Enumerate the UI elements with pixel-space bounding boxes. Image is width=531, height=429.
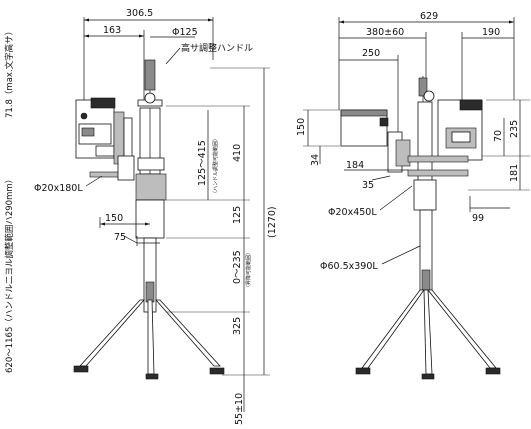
dim-phi20x180: Φ20x180L bbox=[34, 183, 83, 194]
dim-410: 410 bbox=[232, 144, 243, 162]
dim-99: 99 bbox=[472, 213, 484, 224]
dim-35: 35 bbox=[362, 180, 374, 191]
dim-380-60: 380±60 bbox=[366, 27, 404, 38]
note-handle-range: （ハンドル調整可能範囲） bbox=[212, 136, 219, 196]
dim-70: 70 bbox=[493, 130, 504, 142]
dim-55: 55±10 bbox=[234, 393, 245, 425]
dim-125: 125 bbox=[232, 206, 243, 224]
dim-1270: (1270) bbox=[267, 206, 278, 238]
dim-250: 250 bbox=[362, 48, 380, 59]
dim-75: 75 bbox=[114, 232, 126, 243]
dim-phi20x450: Φ20x450L bbox=[328, 207, 377, 218]
dim-phi60x390: Φ60.5x390L bbox=[320, 261, 378, 272]
dim-150-side: 150 bbox=[296, 118, 307, 136]
label-height-handle: 高サ調整ハンドル bbox=[181, 42, 253, 54]
dim-306-5: 306.5 bbox=[126, 8, 153, 19]
dim-0-235: 0～235 bbox=[232, 250, 243, 284]
dim-181: 181 bbox=[509, 164, 520, 182]
dim-71-8: 71.8（max.文字高サ） bbox=[4, 27, 15, 118]
dim-620-1165: 620～1165（ハンドル二ヨル調整範囲ハ290mm） bbox=[4, 175, 15, 373]
front-view: 306.5 163 Φ125 高サ調整ハンドル 71.8（max.文字高サ） 6… bbox=[4, 8, 278, 425]
dim-629: 629 bbox=[420, 11, 438, 22]
note-pole-range: （昇降可能範囲） bbox=[245, 250, 252, 290]
dim-190: 190 bbox=[482, 27, 500, 38]
dim-184: 184 bbox=[346, 160, 364, 171]
dim-34: 34 bbox=[310, 154, 321, 166]
dim-125-415: 125～415 bbox=[197, 140, 208, 186]
dim-163: 163 bbox=[103, 25, 121, 36]
dim-235: 235 bbox=[509, 120, 520, 138]
dim-325: 325 bbox=[232, 317, 243, 335]
side-view: 629 380±60 190 250 bbox=[296, 11, 530, 380]
dim-phi125: Φ125 bbox=[172, 27, 198, 38]
dim-150-front: 150 bbox=[105, 213, 123, 224]
